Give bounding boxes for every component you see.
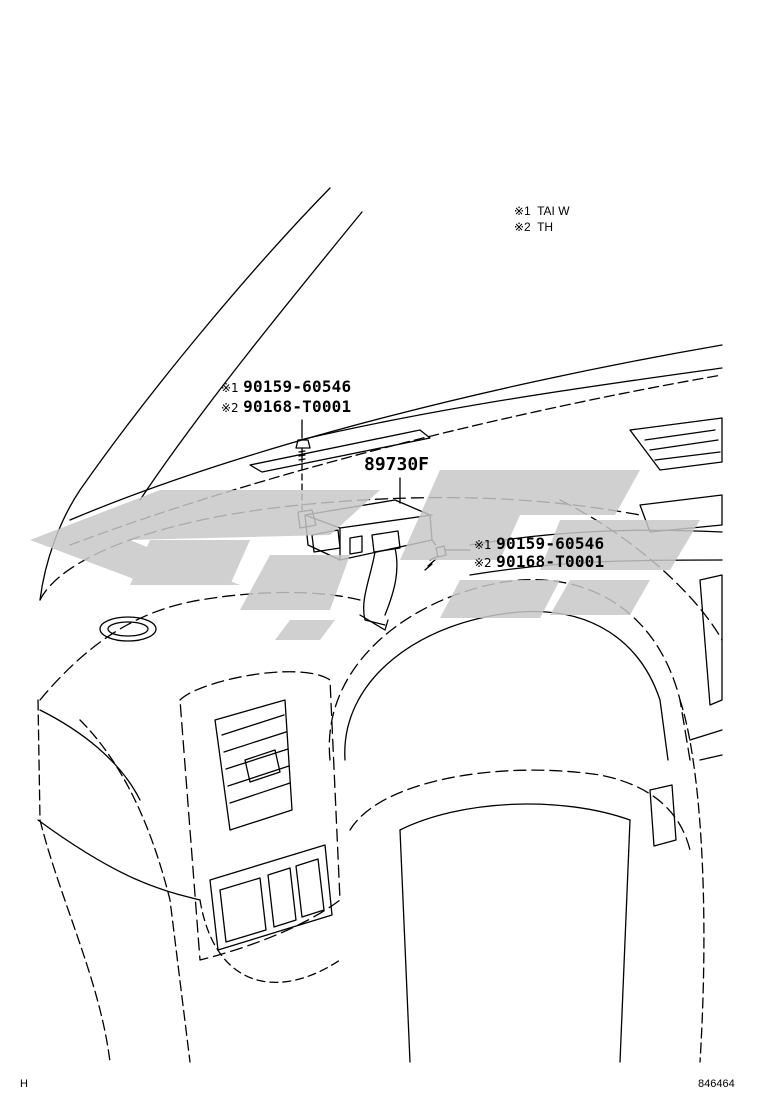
glovebox-line bbox=[39, 709, 141, 801]
switch-panel-lower bbox=[199, 899, 341, 983]
center-vent bbox=[214, 699, 293, 831]
meter-hood-inner bbox=[344, 610, 669, 761]
upper-bolt-mark-2: ※2 bbox=[221, 401, 239, 415]
defrost-line bbox=[299, 367, 723, 441]
dash-left-side-2 bbox=[79, 719, 191, 1063]
right-bolt-callout-2[interactable]: ※2 90168-T0001 bbox=[474, 552, 604, 572]
legend-mark-1: ※1 bbox=[514, 204, 531, 218]
main-part-callout[interactable]: 89730F bbox=[364, 454, 430, 475]
upper-bolt-part-2: 90168-T0001 bbox=[243, 397, 352, 416]
illustration-number: 846464 bbox=[698, 1078, 735, 1090]
legend-mark-2: ※2 bbox=[514, 220, 531, 234]
right-bolt-part-1: 90159-60546 bbox=[496, 534, 605, 553]
right-vent-side bbox=[699, 574, 723, 706]
steering-column bbox=[349, 769, 691, 851]
legend-code-1: TAI W bbox=[537, 204, 570, 218]
upper-bolt-part-1: 90159-60546 bbox=[243, 377, 352, 396]
right-dash-contour bbox=[559, 499, 723, 641]
right-lower-contour bbox=[679, 699, 705, 1063]
switch-panel bbox=[209, 844, 333, 951]
dash-lower-left bbox=[37, 819, 201, 901]
center-vent-knob bbox=[244, 749, 281, 783]
right-bolt-part-2: 90168-T0001 bbox=[496, 552, 605, 571]
dash-left-side bbox=[37, 699, 111, 1063]
legend-row-1: ※1 TAI W bbox=[514, 204, 570, 218]
right-vent-upper bbox=[629, 417, 723, 471]
dash-top-edge-3 bbox=[249, 429, 431, 473]
upper-bolt-callout-2[interactable]: ※2 90168-T0001 bbox=[221, 397, 351, 417]
upper-bolt-callout-1[interactable]: ※1 90159-60546 bbox=[221, 377, 351, 397]
center-stack-outline bbox=[179, 671, 341, 961]
steering-column-lower bbox=[399, 819, 631, 1063]
right-bolt-mark-2: ※2 bbox=[474, 556, 492, 570]
legend-row-2: ※2 TH bbox=[514, 220, 553, 234]
steering-column-curve bbox=[399, 803, 631, 831]
module-wires bbox=[363, 547, 398, 626]
round-vent-left bbox=[99, 616, 157, 642]
legend-code-2: TH bbox=[537, 220, 554, 234]
footer-left-code: H bbox=[20, 1078, 28, 1090]
dash-top-edge bbox=[69, 344, 723, 521]
right-switch bbox=[649, 784, 677, 847]
right-bolt-mark-1: ※1 bbox=[474, 538, 492, 552]
watermark-logo bbox=[30, 470, 700, 640]
a-pillar-inner bbox=[139, 211, 363, 501]
right-bolt-callout-1[interactable]: ※1 90159-60546 bbox=[474, 534, 604, 554]
upper-bolt-mark-1: ※1 bbox=[221, 381, 239, 395]
